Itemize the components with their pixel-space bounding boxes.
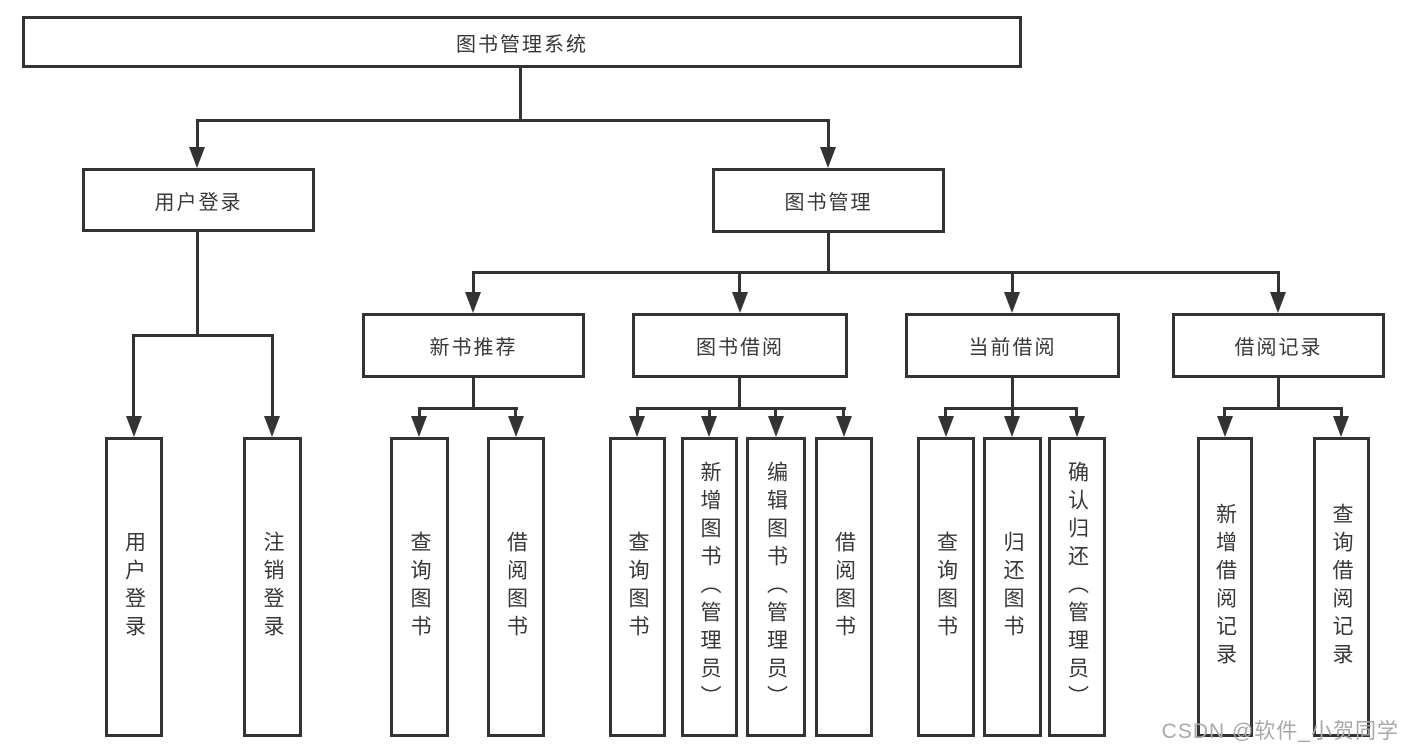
connector-line <box>1277 378 1280 410</box>
connector-line <box>636 407 639 418</box>
node-current-borrowing: 当前借阅 <box>905 313 1120 378</box>
arrowhead-icon <box>1004 292 1020 313</box>
connector-line <box>514 407 517 418</box>
node-leaf-return-books: 归还图书 <box>983 437 1042 737</box>
connector-line <box>708 407 711 418</box>
connector-line <box>738 271 741 293</box>
arrowhead-icon <box>836 416 852 437</box>
connector-line <box>519 68 522 122</box>
connector-line <box>132 334 135 418</box>
connector-line <box>1011 271 1014 293</box>
arrowhead-icon <box>465 292 481 313</box>
arrowhead-icon <box>1004 416 1020 437</box>
arrowhead-icon <box>820 147 836 168</box>
node-leaf-logout: 注销登录 <box>243 437 302 737</box>
node-user-login-branch: 用户登录 <box>82 168 315 232</box>
arrowhead-icon <box>1270 292 1286 313</box>
node-borrowing-records: 借阅记录 <box>1172 313 1385 378</box>
connector-line <box>1011 407 1014 418</box>
csdn-watermark: CSDN @软件_小贺同学 <box>1161 720 1399 743</box>
node-leaf-query-books-recommend: 查询图书 <box>390 437 449 737</box>
connector-line <box>738 378 741 410</box>
connector-line <box>196 119 199 148</box>
connector-line <box>418 407 518 410</box>
connector-line <box>636 407 846 410</box>
connector-line <box>472 378 475 410</box>
connector-line <box>827 119 830 148</box>
connector-line <box>132 334 274 337</box>
connector-line <box>1011 378 1014 410</box>
connector-line <box>196 232 199 337</box>
connector-line <box>842 407 845 418</box>
arrowhead-icon <box>126 416 142 437</box>
connector-line <box>1223 407 1226 418</box>
connector-line <box>944 407 947 418</box>
node-new-book-recommend: 新书推荐 <box>362 313 585 378</box>
connector-line <box>472 271 475 293</box>
arrowhead-icon <box>1217 416 1233 437</box>
arrowhead-icon <box>938 416 954 437</box>
node-library-management-system: 图书管理系统 <box>22 16 1022 68</box>
node-book-borrowing: 图书借阅 <box>632 313 848 378</box>
connector-line <box>418 407 421 418</box>
arrowhead-icon <box>1333 416 1349 437</box>
arrowhead-icon <box>1069 416 1085 437</box>
arrowhead-icon <box>629 416 645 437</box>
arrowhead-icon <box>768 416 784 437</box>
connector-line <box>1223 407 1343 410</box>
node-leaf-add-borrow-record: 新增借阅记录 <box>1197 437 1253 737</box>
arrowhead-icon <box>189 147 205 168</box>
node-leaf-query-books-current: 查询图书 <box>917 437 975 737</box>
connector-line <box>1277 271 1280 293</box>
node-book-management-branch: 图书管理 <box>712 168 945 233</box>
arrowhead-icon <box>508 416 524 437</box>
connector-line <box>196 119 830 122</box>
node-leaf-borrow-books-recommend: 借阅图书 <box>487 437 545 737</box>
connector-line <box>774 407 777 418</box>
arrowhead-icon <box>411 416 427 437</box>
arrowhead-icon <box>264 416 280 437</box>
connector-line <box>271 334 274 418</box>
node-leaf-user-login: 用户登录 <box>105 437 163 737</box>
node-leaf-query-borrow-record: 查询借阅记录 <box>1313 437 1370 737</box>
connector-line <box>1340 407 1343 418</box>
node-leaf-query-books-borrowing: 查询图书 <box>609 437 666 737</box>
connector-line <box>1075 407 1078 418</box>
node-leaf-edit-books-admin: 编辑图书（管理员） <box>746 437 806 737</box>
arrowhead-icon <box>701 416 717 437</box>
node-leaf-borrow-books: 借阅图书 <box>815 437 873 737</box>
node-leaf-add-books-admin: 新增图书（管理员） <box>681 437 738 737</box>
node-leaf-confirm-return-admin: 确认归还（管理员） <box>1048 437 1106 737</box>
connector-line <box>472 271 1280 274</box>
connector-line <box>827 233 830 274</box>
arrowhead-icon <box>732 292 748 313</box>
